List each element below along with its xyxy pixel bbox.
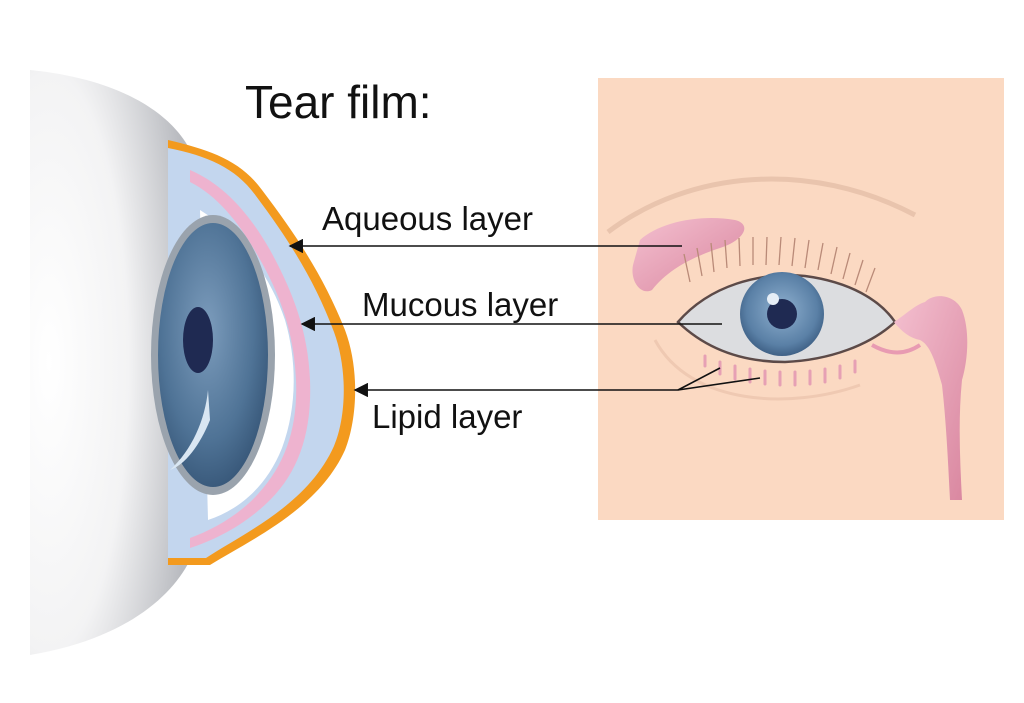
arrow-lipid-branch-2 [677, 377, 761, 391]
iris-highlight [170, 390, 210, 470]
iris-side-inner [158, 223, 268, 487]
pupil-front [767, 299, 797, 329]
label-aqueous-layer: Aqueous layer [322, 200, 533, 237]
brow-fold [606, 176, 917, 234]
lacrimal-gland [632, 218, 745, 292]
canaliculus [871, 343, 922, 355]
meibomian-glands [703, 354, 857, 387]
upper-eyelashes [683, 236, 876, 293]
lacrimal-duct [894, 296, 968, 500]
diagram-title: Tear film: [245, 76, 432, 128]
eyeball-side-view [30, 70, 356, 655]
eye-front-view [598, 78, 1004, 520]
label-mucous-layer: Mucous layer [362, 286, 558, 323]
iris-front-highlight [767, 293, 779, 305]
leader-arrows [288, 238, 761, 398]
pupil-side [183, 307, 213, 373]
eyeball-sclera [30, 70, 190, 655]
arrow-lipid-branch [677, 367, 721, 391]
lower-fold [653, 339, 861, 401]
label-lipid-layer: Lipid layer [372, 398, 522, 435]
